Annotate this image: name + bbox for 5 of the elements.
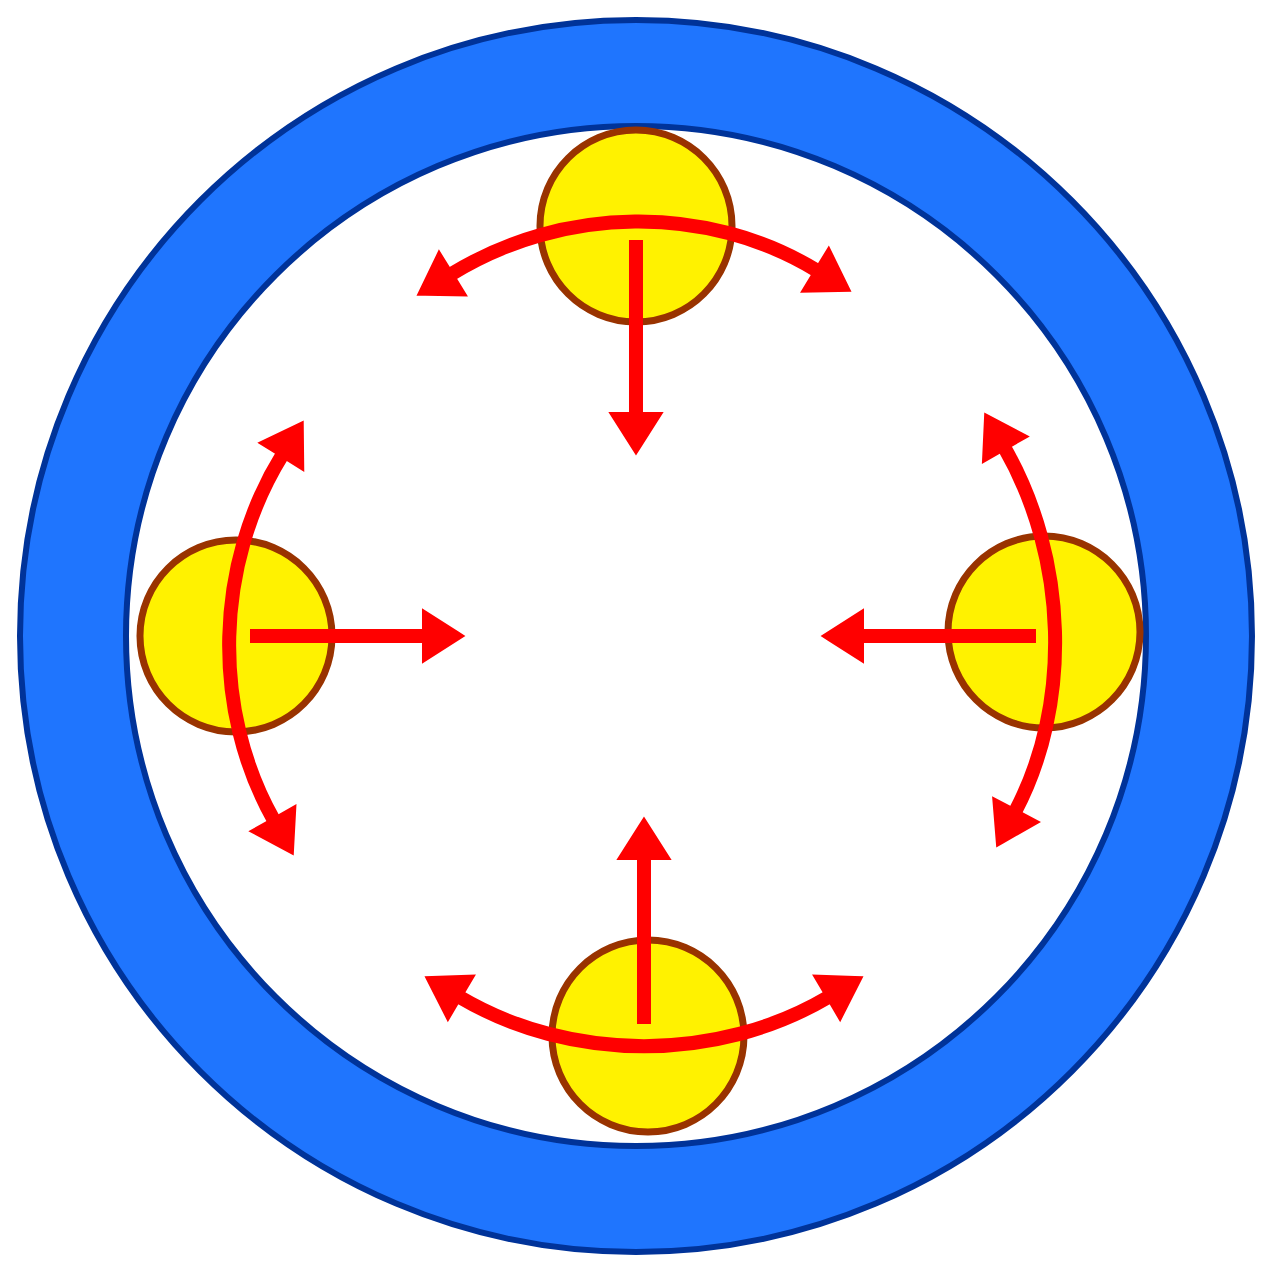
ball <box>136 536 336 736</box>
ball <box>944 532 1144 732</box>
ball <box>548 936 748 1136</box>
ring <box>17 17 1255 1255</box>
ball <box>536 126 736 326</box>
